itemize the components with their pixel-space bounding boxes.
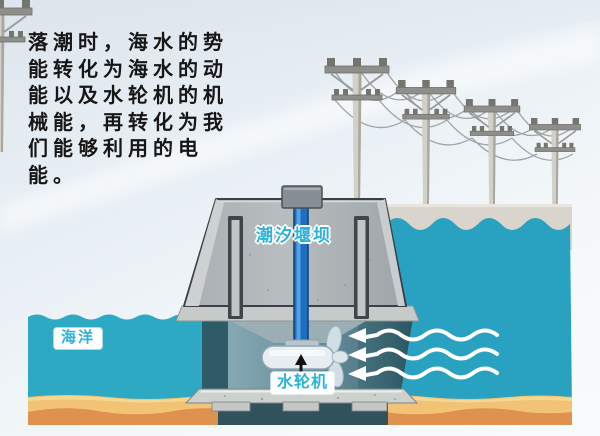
dam-right-bevel xyxy=(377,199,405,306)
sea-right xyxy=(386,218,572,412)
dam-foundation xyxy=(184,388,419,412)
dam-gate-rails xyxy=(228,216,369,319)
ocean-label: 海洋 xyxy=(54,328,103,349)
water-flow-arrows xyxy=(348,328,499,381)
power-poles xyxy=(0,0,582,241)
power-wires xyxy=(330,65,575,161)
water-turbine xyxy=(261,325,349,388)
propeller-spinner xyxy=(331,350,349,364)
turbine-label: 水轮机 xyxy=(271,372,335,394)
shaft-cap xyxy=(281,185,323,209)
dam-right-pier xyxy=(358,318,413,398)
explanation-text: 落潮时，海水的势 能转化为海水的动 能以及水轮机的机 械能，再转化为我 们能够利… xyxy=(28,32,228,187)
turbine-shaft-assembly xyxy=(281,185,323,347)
foundation-speckles xyxy=(224,393,396,401)
dam-left-bevel xyxy=(185,199,224,306)
dam-label: 潮汐堰坝 xyxy=(256,226,332,245)
turbine-body xyxy=(261,345,335,370)
dam-left-pier xyxy=(202,318,228,398)
